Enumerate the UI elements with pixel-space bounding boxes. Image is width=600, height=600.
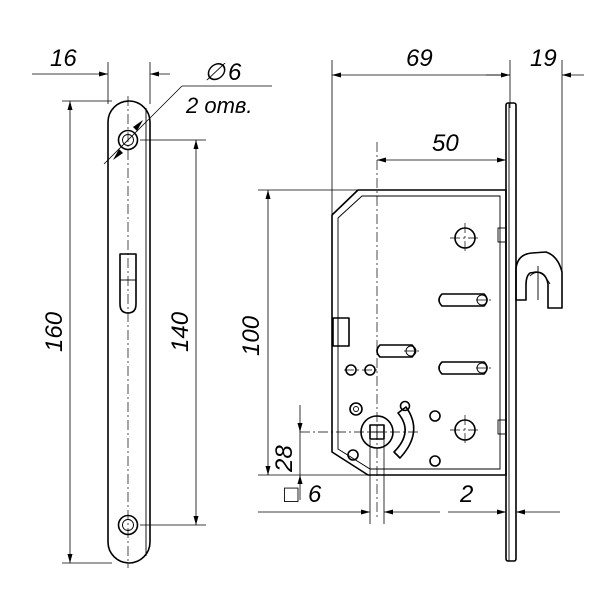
dim-spindle-offset: 28 — [271, 405, 303, 500]
latch-slot — [119, 253, 137, 314]
top-screw-hole — [117, 129, 139, 151]
latch-hook — [515, 251, 563, 309]
rivet-bottom-left — [347, 449, 359, 461]
diameter-symbol: ∅ — [204, 59, 226, 86]
rivet-bottom-mid — [429, 455, 441, 467]
hole-diameter-label: 6 — [228, 59, 242, 86]
edge-notch-top — [497, 227, 507, 243]
rivet-cam-right — [429, 410, 441, 422]
cam-crescent — [393, 400, 415, 459]
rivet-pair-left — [344, 364, 377, 376]
housing-tab — [332, 317, 350, 347]
dim-body-height: 100 — [238, 189, 370, 476]
hole-count-label: 2 отв. — [185, 93, 253, 118]
bottom-screw-hole — [117, 514, 139, 536]
front-plate-view: 16 160 140 ∅ 6 2 отв. — [32, 45, 272, 568]
dim-plate-height: 160 — [41, 100, 112, 564]
lock-body-view: 69 19 50 100 28 — [238, 45, 584, 562]
dim-hole-spacing: 140 — [140, 139, 206, 526]
spindle-offset-label: 28 — [271, 445, 298, 473]
upper-slot — [438, 293, 492, 307]
front-plate-outline — [107, 100, 151, 564]
backset-label: 50 — [432, 130, 459, 157]
lower-right-slot — [438, 361, 492, 375]
lower-large-hole — [450, 415, 480, 445]
rivet-upper-left — [349, 402, 363, 416]
spindle-square-label: 6 — [308, 481, 322, 508]
plate-thickness-label: 2 — [459, 481, 473, 508]
dim-body-depth: 69 — [331, 45, 511, 214]
hole-diameter-callout: ∅ 6 2 отв. — [103, 59, 272, 165]
plate-width-label: 16 — [50, 45, 77, 72]
dim-plate-width: 16 — [32, 45, 170, 104]
edge-notch-bottom — [497, 419, 507, 435]
hole-spacing-label: 140 — [167, 311, 194, 352]
faceplate-strip — [505, 102, 517, 562]
dim-plate-thickness: 2 — [448, 481, 560, 524]
upper-large-hole — [450, 223, 480, 253]
body-height-label: 100 — [238, 315, 265, 356]
dim-spindle-square: □ 6 — [258, 440, 440, 524]
square-symbol: □ — [284, 481, 299, 508]
dim-latch-projection: 19 — [486, 45, 584, 276]
dim-backset: 50 — [377, 130, 507, 190]
middle-slot — [376, 344, 420, 358]
plate-height-label: 160 — [41, 311, 68, 352]
body-depth-label: 69 — [406, 45, 433, 72]
latch-projection-label: 19 — [530, 45, 557, 72]
